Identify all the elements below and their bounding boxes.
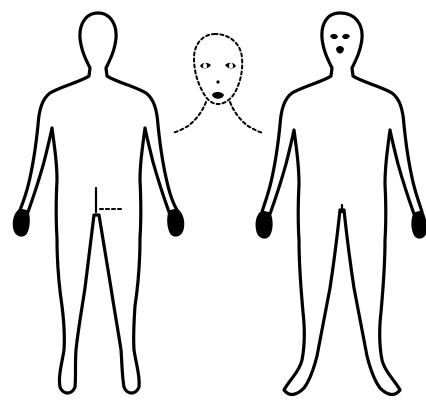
front-view-figure: [256, 13, 426, 394]
face-right-eye: [225, 63, 236, 69]
face-mouth: [212, 92, 224, 99]
face-inset-neck-left: [172, 102, 206, 133]
back-view-figure: [13, 13, 184, 393]
back-view-body-outline: [20, 13, 177, 393]
face-nose-mark: [216, 80, 219, 83]
front-right-hand: [412, 211, 426, 238]
back-right-hand: [168, 209, 184, 236]
back-left-hand: [13, 209, 29, 236]
face-detail-inset: [172, 34, 263, 133]
front-view-body-outline: [262, 13, 422, 394]
face-left-eye: [200, 63, 211, 69]
face-inset-neck-right: [230, 102, 263, 133]
front-left-hand: [256, 211, 272, 238]
